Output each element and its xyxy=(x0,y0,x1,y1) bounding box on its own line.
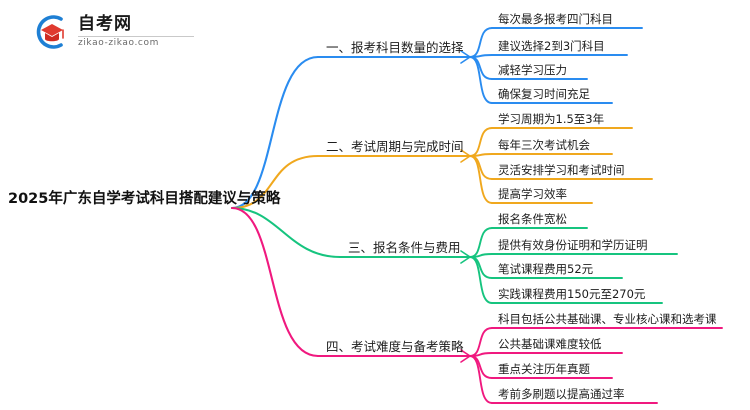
logo-text: 自考网 zikao-zikao.com xyxy=(76,15,194,49)
mindmap-leaf-3-1[interactable]: 报名条件宽松 xyxy=(498,212,567,226)
logo-title: 自考网 xyxy=(78,14,132,34)
mindmap-leaf-4-3[interactable]: 重点关注历年真题 xyxy=(498,362,590,376)
mindmap-branch-4[interactable]: 四、考试难度与备考策略 xyxy=(326,339,464,354)
mindmap-leaf-1-3[interactable]: 减轻学习压力 xyxy=(498,63,567,77)
mindmap-branch-2[interactable]: 二、考试周期与完成时间 xyxy=(326,139,464,154)
mindmap-leaf-1-4[interactable]: 确保复习时间充足 xyxy=(498,87,590,101)
graduation-cap-icon xyxy=(30,12,70,52)
site-logo[interactable]: 自考网 zikao-zikao.com xyxy=(30,12,194,52)
mindmap-leaf-2-3[interactable]: 灵活安排学习和考试时间 xyxy=(498,163,625,177)
mindmap-leaf-2-2[interactable]: 每年三次考试机会 xyxy=(498,138,590,152)
mindmap-leaf-3-4[interactable]: 实践课程费用150元至270元 xyxy=(498,287,646,301)
mindmap-branch-3[interactable]: 三、报名条件与费用 xyxy=(348,240,461,255)
mindmap-leaf-4-1[interactable]: 科目包括公共基础课、专业核心课和选考课 xyxy=(498,312,717,326)
logo-domain: zikao-zikao.com xyxy=(78,38,159,48)
mindmap-leaf-4-2[interactable]: 公共基础课难度较低 xyxy=(498,337,602,351)
mindmap-root-node[interactable]: 2025年广东自学考试科目搭配建议与策略 xyxy=(8,191,281,207)
mindmap-leaf-4-4[interactable]: 考前多刷题以提高通过率 xyxy=(498,387,625,401)
mindmap-leaf-3-3[interactable]: 笔试课程费用52元 xyxy=(498,262,594,276)
mindmap-branch-1[interactable]: 一、报考科目数量的选择 xyxy=(326,40,464,55)
mindmap-leaf-2-4[interactable]: 提高学习效率 xyxy=(498,187,567,201)
logo-divider xyxy=(78,36,194,37)
mindmap-leaf-3-2[interactable]: 提供有效身份证明和学历证明 xyxy=(498,238,648,252)
mindmap-leaf-1-1[interactable]: 每次最多报考四门科目 xyxy=(498,12,613,26)
mindmap-leaf-2-1[interactable]: 学习周期为1.5至3年 xyxy=(498,112,605,126)
mindmap-leaf-1-2[interactable]: 建议选择2到3门科目 xyxy=(498,39,605,53)
